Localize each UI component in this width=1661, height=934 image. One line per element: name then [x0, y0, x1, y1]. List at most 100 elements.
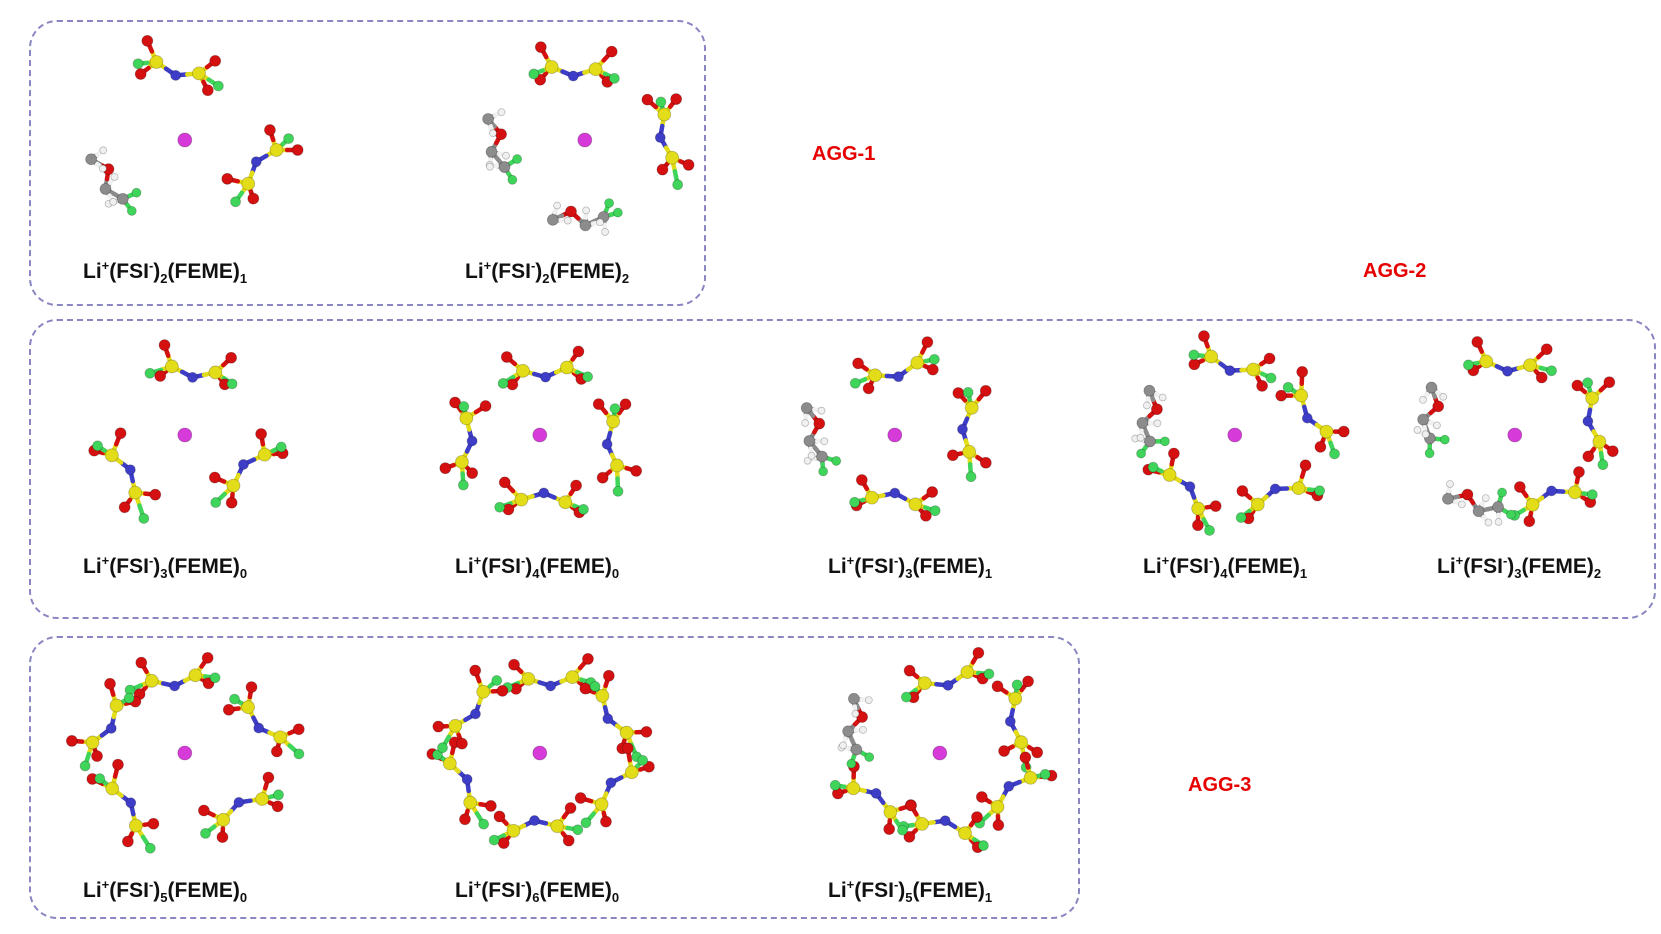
fluorine-atom: [79, 760, 91, 772]
label-anion-count: 4: [1220, 566, 1228, 582]
hydrogen-atom: [109, 197, 118, 206]
fluorine-atom: [229, 693, 240, 705]
oxygen-atom: [1263, 352, 1276, 365]
fluorine-atom: [275, 441, 287, 453]
fluorine-atom: [507, 174, 518, 185]
group-box-agg-1: [29, 20, 706, 306]
carbon-atom: [803, 435, 816, 447]
label-anion-charge: -: [148, 258, 154, 273]
fluorine-atom: [230, 196, 241, 208]
hydrogen-atom: [99, 146, 108, 155]
sulfur-atom: [1246, 362, 1261, 377]
group-label-agg-2: AGG-2: [1363, 260, 1427, 282]
hydrogen-atom: [1143, 401, 1151, 410]
fluorine-atom: [604, 198, 615, 208]
hydrogen-atom: [497, 108, 506, 117]
oxygen-atom: [134, 68, 147, 80]
oxygen-atom: [1296, 365, 1309, 378]
oxygen-atom: [1022, 675, 1034, 688]
carbon-atom: [842, 725, 855, 738]
fluorine-atom: [1282, 381, 1294, 393]
carbon-atom: [546, 213, 559, 226]
fluorine-atom: [138, 513, 150, 524]
sulfur-atom: [595, 689, 610, 703]
structure-label-4: Li+(FSI-)4(FEME)0: [455, 553, 619, 581]
hydrogen-atom: [98, 164, 107, 173]
oxygen-atom: [1198, 330, 1210, 342]
label-prefix: Li: [83, 260, 102, 283]
sulfur-atom: [606, 414, 621, 429]
label-anion: (FSI: [481, 879, 521, 902]
structure-6: [1110, 330, 1370, 536]
nitrogen-atom: [125, 797, 137, 809]
molecule-render: [439, 345, 643, 519]
oxygen-atom: [439, 462, 452, 475]
sulfur-atom: [990, 799, 1005, 814]
oxygen-atom: [216, 831, 229, 843]
molecule-render: [1413, 336, 1619, 528]
fluorine-atom: [849, 496, 860, 508]
structure-4: [415, 335, 675, 535]
structure-label-5: Li+(FSI-)3(FEME)1: [828, 553, 992, 581]
oxygen-atom: [1167, 447, 1180, 460]
oxygen-atom: [245, 681, 258, 693]
oxygen-atom: [495, 128, 507, 141]
oxygen-atom: [135, 656, 148, 669]
hydrogen-atom: [803, 456, 812, 465]
oxygen-atom: [1151, 403, 1163, 416]
oxygen-atom: [1236, 485, 1249, 497]
fluorine-atom: [528, 68, 540, 80]
hydrogen-atom: [1419, 395, 1427, 404]
sulfur-atom: [624, 765, 639, 780]
fluorine-atom: [672, 179, 684, 191]
label-anion: (FSI: [1169, 555, 1209, 578]
oxygen-atom: [630, 465, 643, 477]
sulfur-atom: [192, 66, 206, 81]
label-anion-close: ): [153, 260, 161, 283]
carbon-atom: [85, 153, 98, 166]
nitrogen-atom: [1003, 780, 1015, 792]
structure-label-3: Li+(FSI-)3(FEME)0: [83, 553, 247, 581]
fluorine-atom: [1188, 349, 1200, 361]
carbon-atom: [116, 193, 129, 205]
fluorine-atom: [983, 668, 995, 680]
nitrogen-atom: [470, 708, 481, 720]
oxygen-atom: [905, 799, 917, 812]
oxygen-atom: [497, 837, 510, 850]
nitrogen-atom: [654, 132, 666, 143]
oxygen-atom: [682, 159, 695, 171]
nitrogen-atom: [238, 459, 249, 470]
sulfur-atom: [1567, 485, 1582, 500]
sulfur-atom: [269, 143, 284, 157]
oxygen-atom: [506, 378, 519, 391]
label-prefix: Li: [83, 555, 102, 578]
carbon-atom: [482, 113, 495, 125]
sulfur-atom: [1023, 770, 1038, 785]
fluorine-atom: [437, 742, 448, 754]
nitrogen-atom: [889, 487, 901, 499]
nitrogen-atom: [1502, 365, 1513, 377]
nitrogen-atom: [939, 815, 951, 827]
sulfur-atom: [463, 795, 478, 810]
carbon-atom: [579, 219, 592, 232]
nitrogen-atom: [187, 371, 198, 383]
oxygen-atom: [225, 496, 238, 509]
oxygen-atom: [1432, 400, 1445, 413]
oxygen-atom: [112, 758, 124, 771]
oxygen-atom: [992, 819, 1005, 832]
structure-label-2: Li+(FSI-)2(FEME)2: [465, 258, 629, 286]
fluorine-atom: [1424, 448, 1435, 459]
sulfur-atom: [958, 826, 972, 841]
nitrogen-atom: [105, 722, 117, 734]
oxygen-atom: [508, 658, 520, 671]
oxygen-atom: [582, 653, 594, 665]
lithium-ion: [177, 427, 193, 443]
structure-1: [60, 30, 320, 250]
fluorine-atom: [488, 834, 500, 846]
hydrogen-atom: [110, 173, 119, 181]
carbon-atom: [1442, 492, 1454, 505]
nitrogen-atom: [1224, 365, 1236, 377]
oxygen-atom: [118, 501, 131, 514]
oxygen-atom: [479, 400, 492, 412]
oxygen-atom: [971, 811, 983, 823]
